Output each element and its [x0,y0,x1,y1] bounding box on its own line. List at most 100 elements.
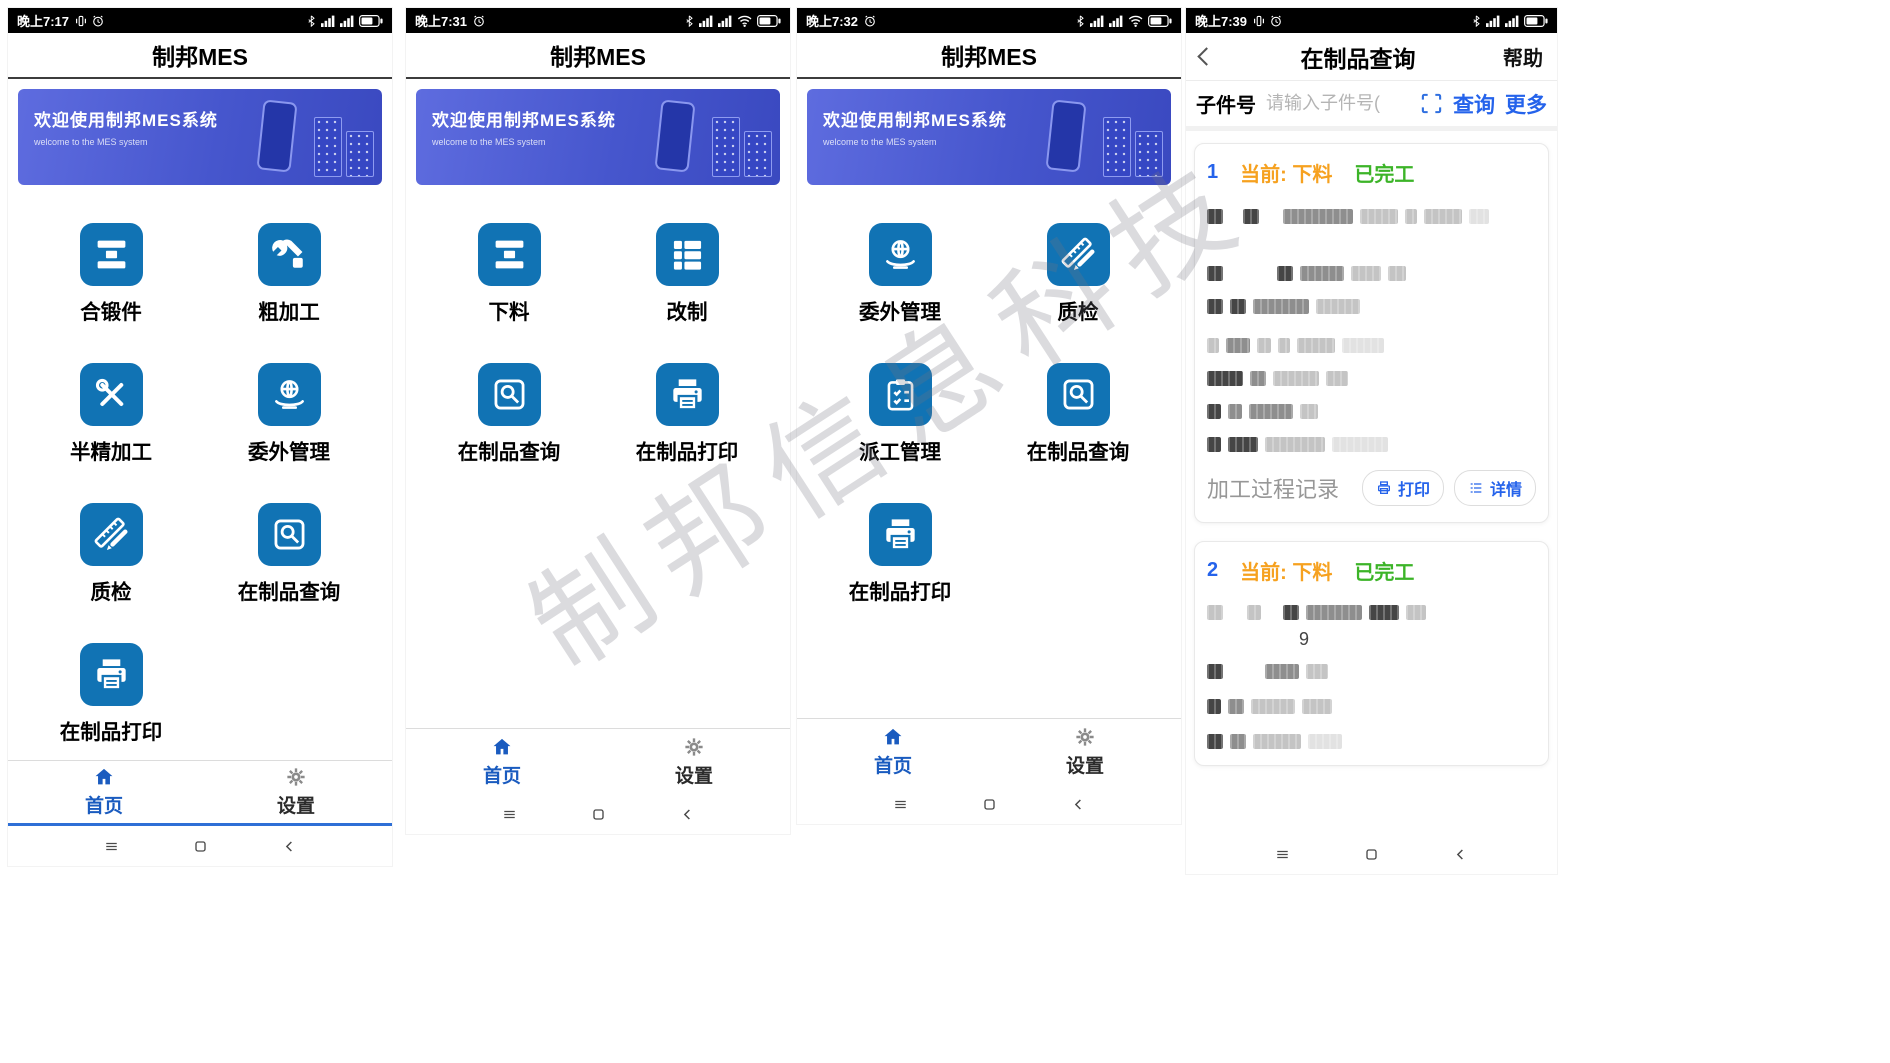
home-icon [93,766,115,788]
app-tile-quality-inspection[interactable]: 质检 [1003,223,1153,325]
signal-icon [1486,15,1500,27]
bluetooth-icon [685,15,694,27]
app-tile-rough-machining[interactable]: 粗加工 [214,223,364,325]
wip-card-1[interactable]: 1 当前: 下料 已完工 加工过程记录 打印 详情 [1194,143,1549,523]
android-nav [797,784,1181,824]
printer-icon [79,643,143,706]
redacted-block [1230,299,1246,314]
app-tile-label: 在制品查询 [457,441,561,464]
app-tile-wip-query[interactable]: 在制品查询 [214,503,364,605]
nav-settings-tab[interactable]: 设置 [598,729,790,794]
app-tile-label: 粗加工 [258,301,320,324]
redacted-row [1207,299,1536,314]
app-tile-semi-finishing[interactable]: 半精加工 [36,363,186,465]
redacted-row [1207,605,1536,620]
gear-icon [285,766,307,788]
nav-recents-icon[interactable] [502,807,517,822]
redacted-block [1228,437,1258,452]
nav-home-icon[interactable] [982,797,997,812]
app-tile-quality-inspection[interactable]: 质检 [36,503,186,605]
status-bar: 晚上7:39 [1186,8,1557,33]
battery-icon [1524,14,1548,27]
status-left: 晚上7:32 [806,11,876,30]
nav-home-tab[interactable]: 首页 [406,729,598,794]
app-tile-dispatch[interactable]: 派工管理 [825,363,975,465]
redacted-block [1406,605,1426,620]
nav-back-icon[interactable] [1453,847,1468,862]
signal-icon [698,15,713,27]
app-tile-cutting[interactable]: 下料 [434,223,584,325]
app-tile-forge-parts[interactable]: 合锻件 [36,223,186,325]
card-footer: 加工过程记录 打印 详情 [1207,470,1536,506]
signal-icon [340,15,354,27]
printer-icon [1376,480,1392,496]
app-tile-wip-print[interactable]: 在制品打印 [825,503,975,605]
app-tile-label: 下料 [488,301,530,324]
app-tile-outsourcing[interactable]: 委外管理 [214,363,364,465]
doc-search-icon [477,363,541,426]
battery-icon [757,14,781,27]
nav-recents-icon[interactable] [893,797,908,812]
current-step-label: 当前: 下料 [1240,164,1333,186]
scan-icon[interactable] [1420,92,1443,115]
factory-illustration [314,117,342,177]
redacted-block [1249,404,1293,419]
redacted-block [1253,734,1301,749]
results-list: 1 当前: 下料 已完工 加工过程记录 打印 详情 [1186,131,1557,834]
printer-icon [655,363,719,426]
bluetooth-icon [1076,15,1085,27]
redacted-block [1297,338,1335,353]
nav-back-icon[interactable] [282,839,297,854]
nav-back-icon[interactable] [680,807,695,822]
banner-title: 欢迎使用制邦MES系统 [823,111,1007,130]
redacted-block [1230,664,1258,679]
app-tile-wip-query[interactable]: 在制品查询 [434,363,584,465]
print-button[interactable]: 打印 [1361,470,1444,506]
wip-query-screen: 晚上7:39 在制品查询 帮助 子件号 查询 更多 1 当前: 下料 已完工 [1186,8,1557,874]
redacted-block [1369,605,1399,620]
nav-home-icon[interactable] [193,839,208,854]
status-badge: 已完工 [1354,164,1415,186]
doc-search-icon [257,503,321,566]
app-tile-label: 委外管理 [248,441,330,464]
app-tile-wip-print[interactable]: 在制品打印 [612,363,762,465]
detail-button[interactable]: 详情 [1453,470,1536,506]
card-index: 1 [1207,161,1219,183]
app-tile-wip-query[interactable]: 在制品查询 [1003,363,1153,465]
query-button[interactable]: 查询 [1453,93,1495,117]
redacted-block [1300,266,1344,281]
nav-back-icon[interactable] [1071,797,1086,812]
nav-settings-tab[interactable]: 设置 [200,761,392,823]
tools-icon [79,363,143,426]
factory-illustration [1135,131,1163,177]
nav-recents-icon[interactable] [1275,847,1290,862]
nav-home-tab[interactable]: 首页 [797,719,989,784]
app-tile-outsourcing[interactable]: 委外管理 [825,223,975,325]
app-tile-label: 派工管理 [859,441,941,464]
redacted-block [1257,338,1271,353]
detail-button-label: 详情 [1489,482,1522,499]
nav-recents-icon[interactable] [104,839,119,854]
redacted-block [1228,404,1242,419]
help-button[interactable]: 帮助 [1503,48,1543,70]
nav-settings-tab[interactable]: 设置 [989,719,1181,784]
redacted-block [1250,371,1266,386]
wip-card-2[interactable]: 2 当前: 下料 已完工 9 [1194,541,1549,766]
nav-home-tab[interactable]: 首页 [8,761,200,823]
status-bar: 晚上7:31 [406,8,790,33]
nav-home-icon[interactable] [1364,847,1379,862]
redacted-block [1207,664,1223,679]
nav-home-icon[interactable] [591,807,606,822]
redacted-block [1207,437,1221,452]
app-grid: 下料 改制 在制品查询 在制品打印 [406,223,790,465]
app-tile-label: 在制品查询 [237,581,341,604]
app-tile-wip-print[interactable]: 在制品打印 [36,643,186,745]
part-number-input[interactable] [1266,93,1410,114]
redacted-block [1265,664,1299,679]
redacted-block [1207,734,1223,749]
redacted-row [1207,404,1536,419]
more-button[interactable]: 更多 [1505,93,1547,117]
status-left: 晚上7:17 [17,11,104,30]
app-tile-rework[interactable]: 改制 [612,223,762,325]
